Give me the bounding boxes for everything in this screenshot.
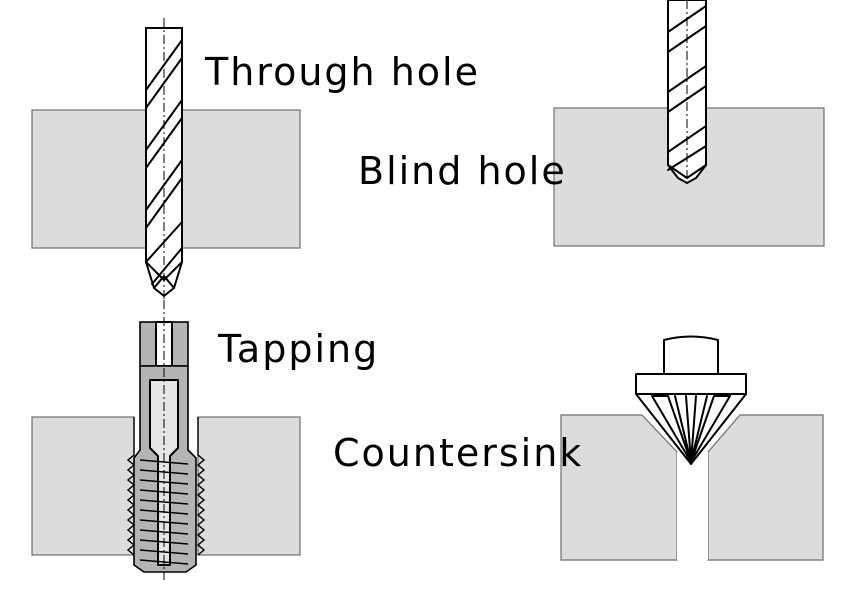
through-hole-panel: Through hole [31,18,480,300]
blind-hole-panel: Blind hole [358,0,825,247]
tapping-workpiece-left [31,416,135,556]
tap-tool [133,321,197,573]
blind-hole-label: Blind hole [358,149,567,193]
tapping-label: Tapping [217,327,379,371]
through-hole-label: Through hole [204,50,480,94]
countersink-panel: Countersink [333,335,824,561]
countersink-workpiece-right [707,414,824,561]
tapping-panel: Tapping [31,300,379,580]
tapped-thread-left [126,417,136,556]
countersink-label: Countersink [333,431,583,475]
countersink-tool [635,335,747,465]
tapped-thread-right [196,417,206,556]
tapping-workpiece-right [197,416,301,556]
